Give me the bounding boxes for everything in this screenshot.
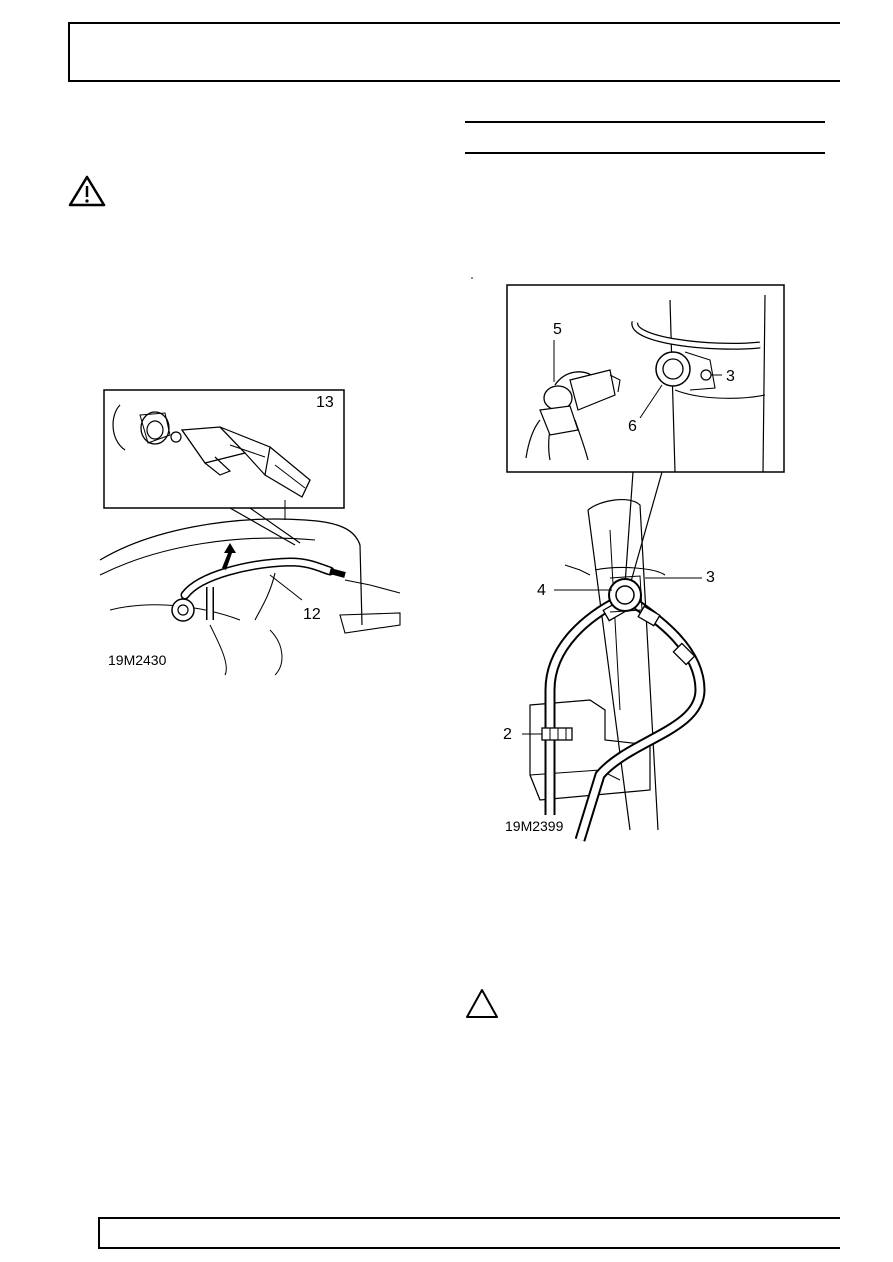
figure-fuel-filler-hose: 13 12 19M2430 [70, 385, 410, 676]
figure-fuel-filler-hose-drawing [99, 389, 401, 676]
page-header-frame [68, 22, 840, 82]
callout-3: 3 [706, 569, 715, 586]
callout-3-inset: 3 [726, 368, 735, 385]
section-rule-bottom [465, 152, 825, 154]
figure-fuel-line-connections: 5 3 6 4 3 2 19M2399 [470, 270, 790, 842]
figure-fuel-line-connections-drawing [471, 277, 785, 842]
figure-code: 19M2399 [505, 818, 564, 834]
figure-code: 19M2430 [108, 652, 167, 668]
section-rule-top [465, 121, 825, 123]
caution-triangle-icon [466, 989, 498, 1018]
callout-13: 13 [316, 394, 334, 411]
callout-12: 12 [303, 606, 321, 623]
page-footer-frame [98, 1217, 840, 1249]
callout-6: 6 [628, 418, 637, 435]
callout-2: 2 [503, 726, 512, 743]
callout-5: 5 [553, 321, 562, 338]
callout-4: 4 [537, 582, 546, 599]
warning-triangle-icon [68, 175, 106, 207]
